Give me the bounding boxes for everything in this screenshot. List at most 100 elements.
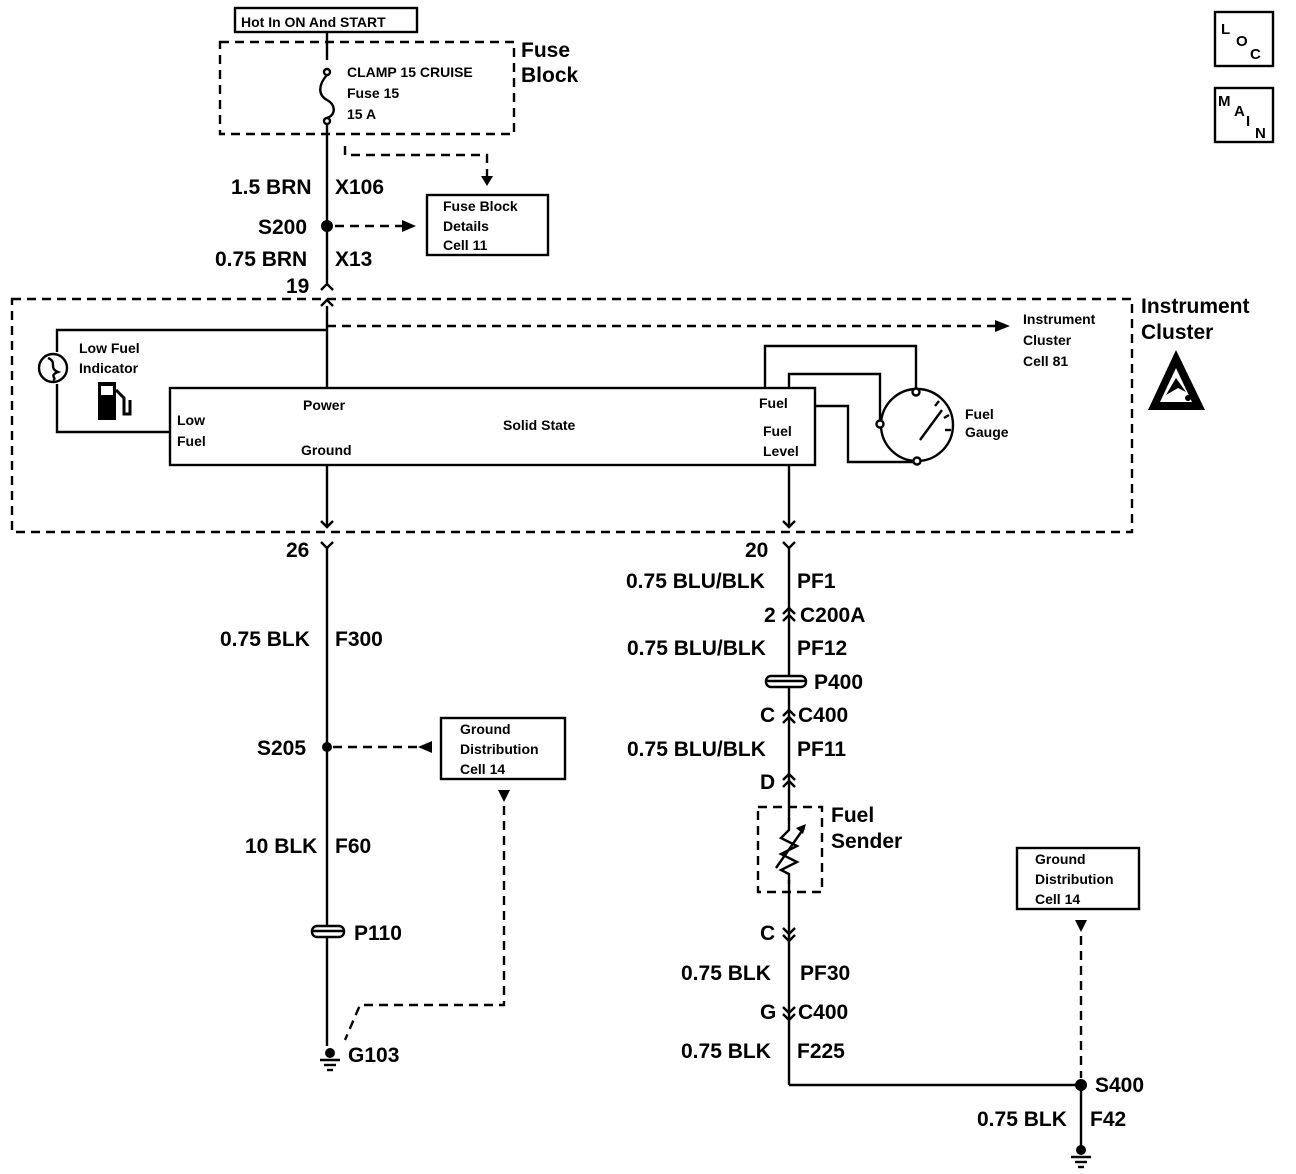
svg-text:Instrument: Instrument xyxy=(1141,295,1250,318)
circuit-label: F60 xyxy=(335,835,371,858)
wire-gauge-label: 0.75 BRN xyxy=(215,248,307,271)
svg-text:A: A xyxy=(1234,103,1245,120)
splice-s400: S400 xyxy=(1075,1074,1144,1097)
wire-gauge-label: 1.5 BRN xyxy=(231,176,312,199)
main-button[interactable]: M A I N xyxy=(1213,86,1275,144)
ground-g103: G103 xyxy=(348,1044,399,1067)
svg-text:Distribution: Distribution xyxy=(1035,871,1114,887)
sender-pin-c: C xyxy=(760,922,796,945)
svg-text:Block: Block xyxy=(521,64,579,87)
ground-icon xyxy=(1071,1145,1091,1169)
svg-text:Details: Details xyxy=(443,218,489,234)
svg-text:Fuel: Fuel xyxy=(177,433,206,449)
connector-p400: P400 xyxy=(764,671,863,694)
svg-text:Level: Level xyxy=(763,443,799,459)
circuit-label: PF1 xyxy=(797,570,836,593)
circuit-label: X106 xyxy=(335,176,384,199)
svg-text:M: M xyxy=(1218,93,1231,110)
svg-text:Ground: Ground xyxy=(460,721,511,737)
svg-text:S205: S205 xyxy=(257,737,306,760)
ref-instrument-cluster-cell[interactable]: Instrument Cluster Cell 81 xyxy=(1023,311,1096,369)
svg-text:P110: P110 xyxy=(354,922,402,945)
svg-text:I: I xyxy=(1246,113,1250,130)
svg-text:Ground: Ground xyxy=(1035,851,1086,867)
esd-warning-icon xyxy=(1148,350,1205,410)
fuel-gauge-label: Gauge xyxy=(965,424,1009,440)
svg-text:S200: S200 xyxy=(258,216,307,239)
svg-text:CLAMP 15 CRUISE: CLAMP 15 CRUISE xyxy=(347,64,473,80)
variable-resistor-icon xyxy=(770,818,810,884)
splice-s205: S205 xyxy=(257,737,332,760)
fuse-icon xyxy=(319,67,335,126)
svg-text:Fuse Block: Fuse Block xyxy=(443,198,518,214)
connector-c400-b: G C400 xyxy=(760,1001,848,1024)
wire-gauge-label: 0.75 BLK xyxy=(977,1108,1067,1131)
svg-text:Ground: Ground xyxy=(301,442,352,458)
svg-text:Cluster: Cluster xyxy=(1023,332,1072,348)
circuit-label: PF12 xyxy=(797,637,847,660)
ref-fuse-block-details[interactable]: Fuse Block Details Cell 11 xyxy=(425,193,550,257)
svg-text:2: 2 xyxy=(764,604,776,627)
pin-20: 20 xyxy=(745,539,768,562)
svg-text:C400: C400 xyxy=(798,704,848,727)
sender-pin-d: D xyxy=(760,771,796,794)
svg-text:Hot In ON And START: Hot In ON And START xyxy=(241,14,386,30)
circuit-label: F225 xyxy=(797,1040,845,1063)
svg-text:Solid State: Solid State xyxy=(503,417,576,433)
fuel-sender: Fuel Sender xyxy=(756,804,902,894)
pin-19: 19 xyxy=(286,275,309,298)
connector-c400-a: C C400 xyxy=(760,704,848,727)
svg-text:N: N xyxy=(1255,125,1266,142)
solid-state-module: Power Solid State Ground Low Fuel Fuel F… xyxy=(168,386,817,467)
svg-text:Fuel: Fuel xyxy=(831,804,874,827)
svg-text:C: C xyxy=(1250,46,1261,63)
svg-text:Sender: Sender xyxy=(831,830,902,853)
svg-text:Cluster: Cluster xyxy=(1141,321,1213,344)
fuse-block: Fuse Block CLAMP 15 CRUISE Fuse 15 15 A xyxy=(218,39,579,136)
circuit-label: X13 xyxy=(335,248,372,271)
svg-text:C200A: C200A xyxy=(800,604,865,627)
svg-text:Low: Low xyxy=(177,412,205,428)
svg-text:Fuse 15: Fuse 15 xyxy=(347,85,399,101)
svg-text:15 A: 15 A xyxy=(347,106,376,122)
instrument-cluster: Instrument Cluster xyxy=(10,295,1250,534)
svg-text:S400: S400 xyxy=(1095,1074,1144,1097)
svg-text:G: G xyxy=(760,1001,776,1024)
svg-text:C400: C400 xyxy=(798,1001,848,1024)
circuit-label: PF11 xyxy=(797,738,846,761)
ref-ground-distribution-1[interactable]: Ground Distribution Cell 14 xyxy=(439,716,567,781)
svg-text:P400: P400 xyxy=(814,671,863,694)
pin-26: 26 xyxy=(286,539,309,562)
svg-text:Fuse: Fuse xyxy=(521,39,570,62)
svg-text:Instrument: Instrument xyxy=(1023,311,1096,327)
svg-text:C: C xyxy=(760,704,775,727)
loc-button[interactable]: L O C xyxy=(1213,10,1275,68)
svg-text:Fuel: Fuel xyxy=(763,423,792,439)
svg-text:O: O xyxy=(1236,33,1248,50)
ref-ground-distribution-2[interactable]: Ground Distribution Cell 14 xyxy=(1015,846,1141,911)
splice-s200: S200 xyxy=(258,216,333,239)
low-fuel-indicator-label: Low Fuel xyxy=(79,340,140,356)
svg-text:Fuel: Fuel xyxy=(759,395,788,411)
wire-gauge-label: 0.75 BLK xyxy=(681,962,771,985)
circuit-label: F42 xyxy=(1090,1108,1126,1131)
ground-icon xyxy=(320,1048,340,1072)
svg-text:Cell 14: Cell 14 xyxy=(1035,891,1080,907)
circuit-label: F300 xyxy=(335,628,383,651)
wire-gauge-label: 0.75 BLU/BLK xyxy=(626,570,765,593)
wire-gauge-label: 0.75 BLU/BLK xyxy=(627,738,766,761)
low-fuel-indicator-label: Indicator xyxy=(79,360,139,376)
svg-text:D: D xyxy=(760,771,775,794)
bulb-icon xyxy=(37,352,69,384)
connector-c200a: 2 C200A xyxy=(764,604,865,627)
connector-p110: P110 xyxy=(310,922,402,945)
svg-text:Cell 11: Cell 11 xyxy=(443,237,488,253)
fuel-pump-icon xyxy=(98,382,132,420)
power-source-label: Hot In ON And START xyxy=(233,6,419,34)
svg-text:Cell 81: Cell 81 xyxy=(1023,353,1068,369)
circuit-label: PF30 xyxy=(800,962,850,985)
wire-gauge-label: 0.75 BLU/BLK xyxy=(627,637,766,660)
svg-text:Distribution: Distribution xyxy=(460,741,539,757)
wire-gauge-label: 0.75 BLK xyxy=(220,628,310,651)
